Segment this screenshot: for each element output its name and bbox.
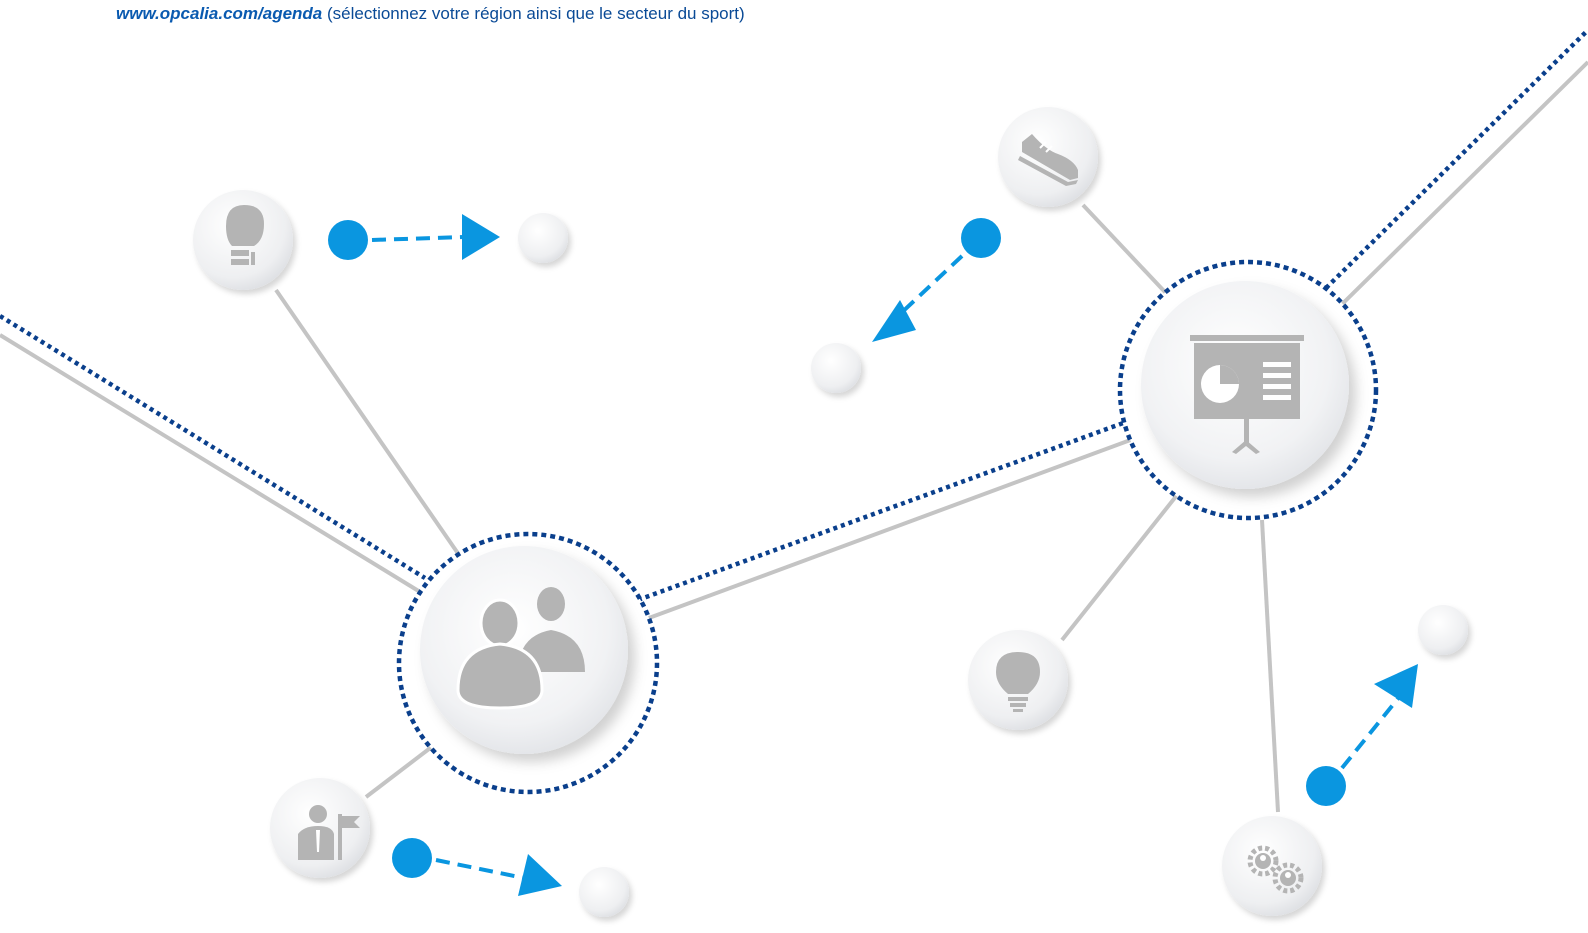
meeting-people-icon xyxy=(456,587,585,710)
team-meeting-node[interactable] xyxy=(396,531,660,795)
sneaker-node[interactable] xyxy=(998,107,1098,207)
header-line: www.opcalia.com/agenda (sélectionnez vot… xyxy=(116,3,745,25)
gears-people-icon xyxy=(1247,845,1304,894)
header-note: (sélectionnez votre région ainsi que le … xyxy=(327,4,745,23)
boxing-glove-node[interactable] xyxy=(193,190,293,290)
arrow-gears xyxy=(1306,664,1418,806)
target-dot-leader xyxy=(579,867,629,917)
lightbulb-node[interactable] xyxy=(968,630,1068,730)
boxing-glove-icon xyxy=(226,205,264,265)
target-dot-boxing xyxy=(518,213,568,263)
presentation-board-icon xyxy=(1190,335,1304,454)
target-dot-center xyxy=(811,343,861,393)
target-dot-gears xyxy=(1418,605,1468,655)
businessman-flag-icon xyxy=(298,805,360,860)
leader-flag-node[interactable] xyxy=(270,778,370,878)
sneaker-icon xyxy=(1018,134,1078,186)
arrow-boxing xyxy=(328,214,500,260)
dotted-path xyxy=(0,28,1588,603)
arrow-center xyxy=(872,218,1001,342)
lightbulb-icon xyxy=(996,652,1040,712)
arrow-leader xyxy=(392,838,562,896)
opcalia-agenda-link[interactable]: www.opcalia.com/agenda xyxy=(116,4,323,23)
presentation-node[interactable] xyxy=(1117,259,1379,521)
target-dots xyxy=(518,213,1468,917)
gears-people-node[interactable] xyxy=(1222,816,1322,916)
